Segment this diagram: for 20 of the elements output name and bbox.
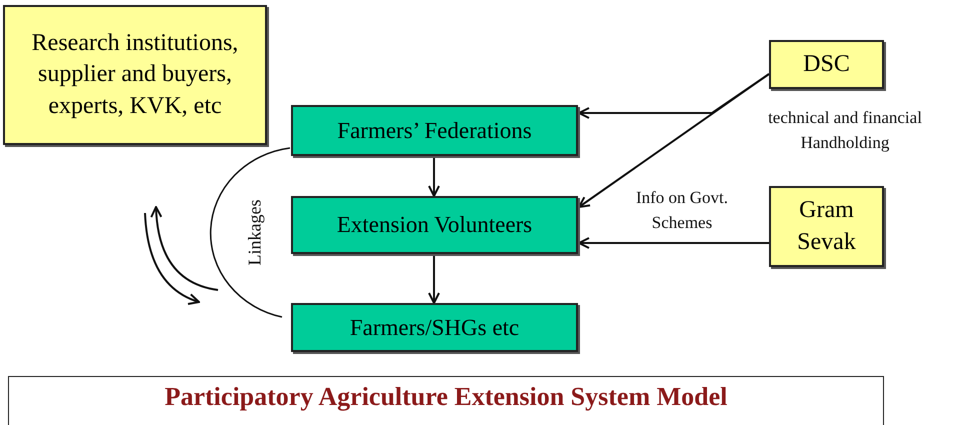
rotated-label: Linkages	[244, 198, 266, 268]
note-text: technical and financial Handholding	[767, 107, 923, 154]
actor-box	[769, 40, 884, 89]
box-label: Extension Volunteers	[336, 211, 534, 240]
process-box	[291, 105, 578, 156]
process-box	[291, 303, 578, 352]
arrow	[578, 73, 770, 208]
process-box	[291, 196, 578, 254]
actor-box	[3, 5, 267, 145]
actor-box	[769, 186, 884, 267]
box-label: Farmers’ Federations	[336, 116, 533, 145]
box-label: Research institutions, supplier and buyers, experts, KVK, etc	[30, 29, 240, 121]
edge-label: Info on Govt. Schemes	[634, 187, 730, 234]
arrow	[578, 237, 769, 249]
arrow	[428, 254, 440, 304]
arrow	[428, 156, 440, 197]
box-label: Gram Sevak	[796, 196, 857, 256]
box-label: Farmers/SHGs etc	[348, 314, 520, 342]
title: Participatory Agriculture Extension System Model	[164, 382, 728, 413]
box-label: DSC	[802, 50, 851, 79]
